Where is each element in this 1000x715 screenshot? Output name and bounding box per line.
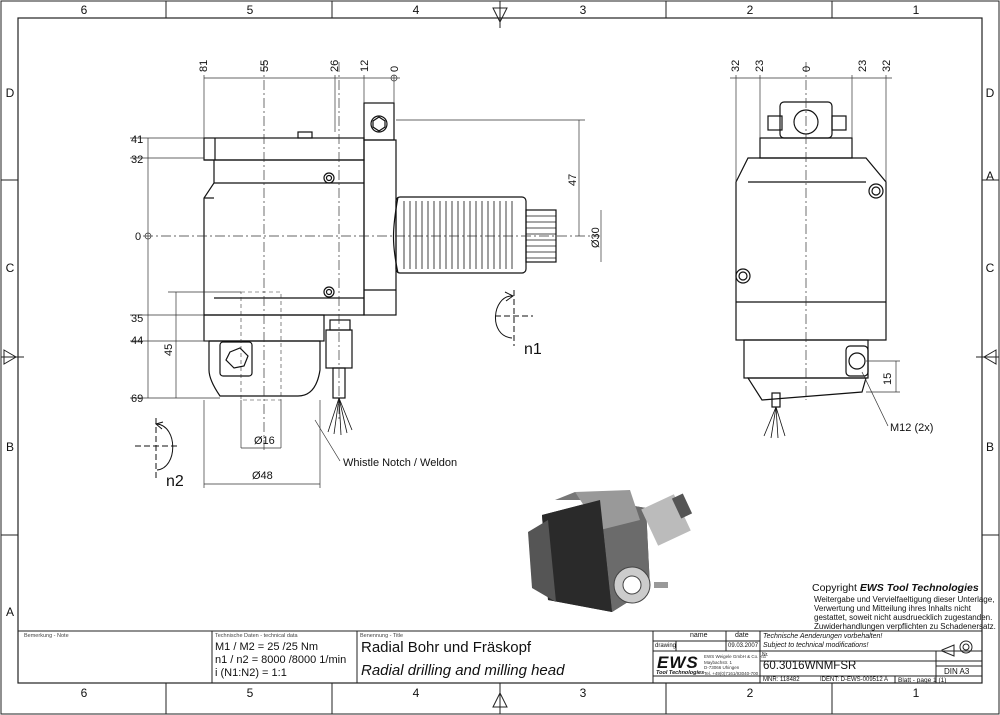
change-note-de: Technische Aenderungen vorbehalten! (763, 633, 883, 640)
dim-12: 12 (359, 60, 371, 72)
grid-row-label: D (6, 86, 15, 100)
grid-col-label: 6 (81, 686, 88, 700)
side-dimension-texts: 32 23 0 23 32 15 M12 (2x) (730, 60, 933, 434)
dim-26: 26 (329, 60, 341, 72)
dim-0: 0 (801, 66, 813, 72)
grid-col-label: 1 (913, 3, 920, 17)
grid-col-label: 3 (580, 686, 587, 700)
part-number: 60.3016WNMFSR (763, 660, 857, 672)
title-german: Radial Bohr und Fräskopf (361, 639, 532, 656)
side-dimension-lines (730, 75, 900, 427)
copyright-line: Zuwiderhandlungen verpflichten zu Schade… (814, 622, 996, 631)
front-dimension-texts: 81 55 26 12 0 41 32 0 35 44 45 69 47 Ø30… (131, 60, 602, 490)
tech-line-torque: M1 / M2 = 25 /25 Nm (215, 641, 319, 653)
dim-81: 81 (198, 60, 210, 72)
grid-col-label: 5 (247, 3, 254, 17)
grid-col-label: 4 (413, 686, 420, 700)
company-line: EWS Weigele GmbH & Co. KG (704, 654, 767, 659)
tech-data: M1 / M2 = 25 /25 Nm n1 / n2 = 8000 /8000… (215, 641, 346, 680)
callout-whistle-notch: Whistle Notch / Weldon (343, 457, 457, 469)
grid-col-label: 5 (247, 686, 254, 700)
change-note-en: Subject to technical modifications! (763, 642, 869, 649)
projection-symbol-icon (941, 640, 973, 657)
company-address: EWS Weigele GmbH & Co. KG Maybachstr. 1 … (704, 654, 766, 676)
front-dimension-lines (130, 75, 602, 488)
label-n1: n1 (524, 341, 542, 358)
nr-label: Nr. (762, 652, 769, 658)
col-name-header: name (690, 632, 708, 639)
ews-logo-sub: Tool Technologies (656, 670, 705, 676)
ews-logo: EWS (657, 653, 699, 672)
title-english: Radial drilling and milling head (361, 662, 565, 679)
tech-data-label: Technische Daten - technical data (215, 633, 298, 639)
grid-col-label: 3 (580, 3, 587, 17)
dim-d16: Ø16 (254, 435, 275, 447)
grid-row-label: C (6, 261, 15, 275)
grid-row-label: D (986, 86, 995, 100)
grid-col-label: 2 (747, 3, 754, 17)
centering-marks (2, 3, 998, 708)
grid-row-label: C (986, 261, 995, 275)
dim-32: 32 (131, 154, 143, 166)
dim-35: 35 (131, 313, 143, 325)
grid-col-label: 6 (81, 3, 88, 17)
copyright-brand: EWS Tool Technologies (859, 582, 979, 594)
dim-55: 55 (259, 60, 271, 72)
company-line: Tel. +49(0)7161/93040-700 (704, 670, 759, 676)
dim-44: 44 (131, 335, 143, 347)
company-line: Maybachstr. 1 (704, 659, 733, 665)
col-date-header: date (735, 632, 749, 639)
drawing-date: 09.03.2007 (728, 643, 759, 649)
label-n2: n2 (166, 473, 184, 490)
dim-32: 32 (881, 60, 893, 72)
dim-d30: Ø30 (590, 227, 602, 248)
rotation-n1-icon (495, 290, 533, 346)
paper-format: DIN A3 (944, 667, 970, 676)
ident: IDENT: D-EWS-009512 A (820, 677, 889, 683)
title-label: Benennung - Title (360, 633, 404, 639)
dim-32: 32 (730, 60, 742, 72)
dim-0: 0 (389, 66, 401, 72)
dim-23: 23 (857, 60, 869, 72)
grid-row-label: B (6, 440, 14, 454)
grid-col-label: 1 (913, 686, 920, 700)
company-line: D-73066 Uhingen (704, 665, 740, 670)
copyright-title: Copyright EWS Tool Technologies (812, 582, 979, 594)
remark-label: Bemerkung - Note (24, 633, 69, 639)
dim-15: 15 (882, 373, 894, 385)
copyright-text: Weitergabe und Vervielfaeltigung dieser … (814, 595, 996, 631)
dim-45: 45 (163, 344, 175, 356)
grid-row-label: B (986, 440, 994, 454)
copyright-line: Weitergabe und Vervielfaeltigung dieser … (814, 595, 995, 604)
product-render-3d (528, 490, 693, 612)
grid-col-label: 4 (413, 3, 420, 17)
dim-47: 47 (567, 174, 579, 186)
grid-row-label: A (986, 169, 994, 183)
rotation-n2-icon (135, 418, 178, 478)
callout-m12: M12 (2x) (890, 422, 933, 434)
copyright-line: gestattet, soweit nicht ausdruecklich zu… (814, 613, 993, 622)
copyright-prefix: Copyright (812, 582, 860, 594)
dim-41: 41 (131, 134, 143, 146)
sheet-page: Blatt - page 1 (1) (898, 677, 947, 684)
dim-0: 0 (135, 231, 141, 243)
dim-69: 69 (131, 393, 143, 405)
copyright-line: Verwertung und Mitteilung ihres Inhalts … (814, 604, 971, 613)
dim-d48: Ø48 (252, 470, 273, 482)
grid-row-label: A (6, 605, 14, 619)
row-drawing: drawing (655, 643, 677, 649)
dim-23: 23 (754, 60, 766, 72)
tech-line-ratio: i (N1:N2) = 1:1 (215, 667, 287, 679)
mnr: MNR: 118482 (763, 677, 800, 683)
tech-line-speed: n1 / n2 = 8000 /8000 1/min (215, 654, 347, 666)
grid-col-label: 2 (747, 686, 754, 700)
